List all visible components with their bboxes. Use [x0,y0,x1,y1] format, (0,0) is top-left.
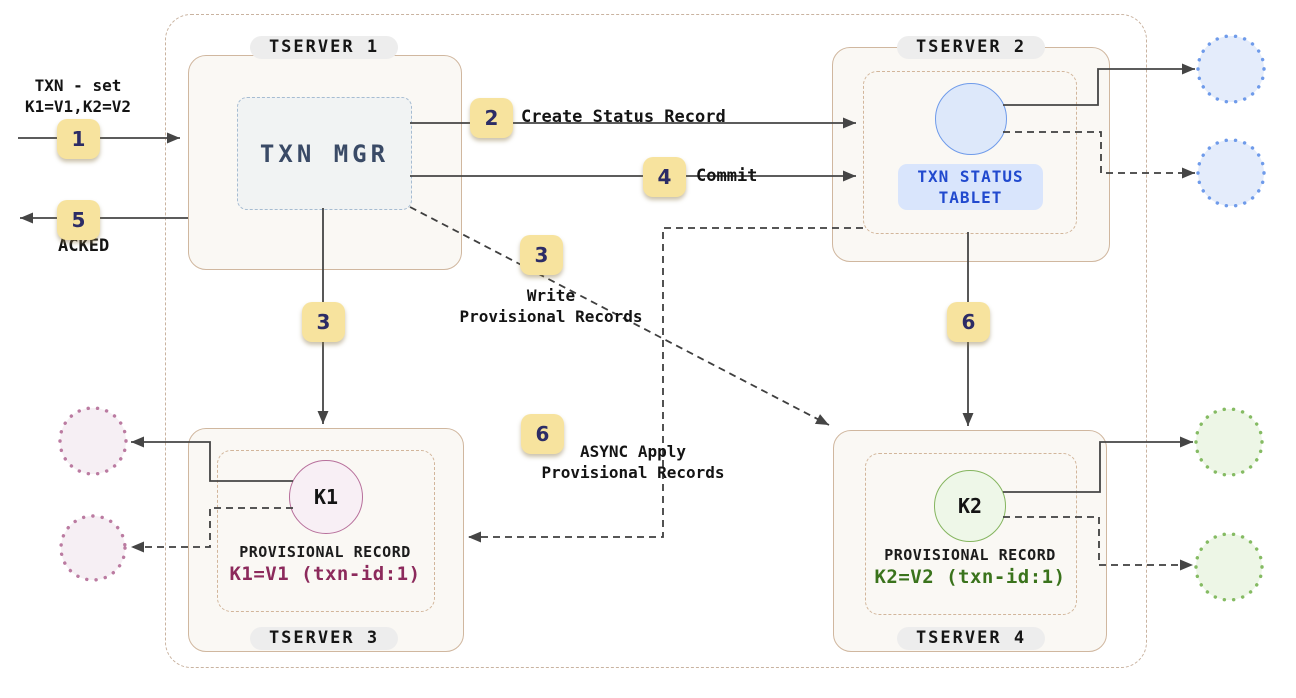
cluster-boundary [165,14,1147,668]
txn-request-label: TXN - set K1=V1,K2=V2 [8,75,148,117]
tserver4-record-value: K2=V2 (txn-id:1) [874,566,1066,588]
write-provisional-records-label: Write Provisional Records [445,285,657,327]
k1-tablet-circle: K1 [289,460,363,534]
async-apply-line2: Provisional Records [541,463,725,482]
txn-status-tablet-label: TXN STATUS TABLET [898,164,1043,210]
step-badge-6-async: 6 [521,414,564,454]
txn-mgr-box: TXN MGR [237,97,412,210]
commit-label: Commit [696,166,758,186]
tserver4-title: TSERVER 4 [897,627,1045,650]
k1-replica-circle-2 [59,514,127,582]
step-badge-1: 1 [57,119,100,159]
tserver1-title: TSERVER 1 [250,36,398,59]
k2-replica-circle-1 [1194,407,1264,477]
step-badge-3-write: 3 [520,235,563,275]
txn-status-tablet-circle [935,83,1007,155]
tserver3-title: TSERVER 3 [250,627,398,650]
tablet-label-line1: TXN STATUS [917,167,1024,186]
tserver4-record-label: PROVISIONAL RECORD [884,546,1056,564]
step-badge-5: 5 [57,200,100,240]
status-replica-circle-1 [1196,34,1266,104]
tserver3-record-label: PROVISIONAL RECORD [239,543,411,561]
acked-label: ACKED [58,236,110,256]
create-status-record-label: Create Status Record [521,107,726,127]
txn-request-line2: K1=V1,K2=V2 [25,97,131,116]
k2-replica-circle-2 [1194,532,1264,602]
write-provisional-line2: Provisional Records [459,307,643,326]
tablet-label-line2: TABLET [938,188,1003,207]
step-badge-6-k2: 6 [947,302,990,342]
status-replica-circle-2 [1196,138,1266,208]
write-provisional-line1: Write [526,286,576,305]
txn-request-line1: TXN - set [34,76,122,95]
tserver2-title: TSERVER 2 [897,36,1045,59]
step-badge-4: 4 [643,157,686,197]
k2-tablet-circle: K2 [934,470,1006,542]
step-badge-3-k1: 3 [302,302,345,342]
step-badge-2: 2 [470,98,513,138]
k1-replica-circle-1 [58,406,128,476]
tserver3-record-value: K1=V1 (txn-id:1) [229,563,421,585]
